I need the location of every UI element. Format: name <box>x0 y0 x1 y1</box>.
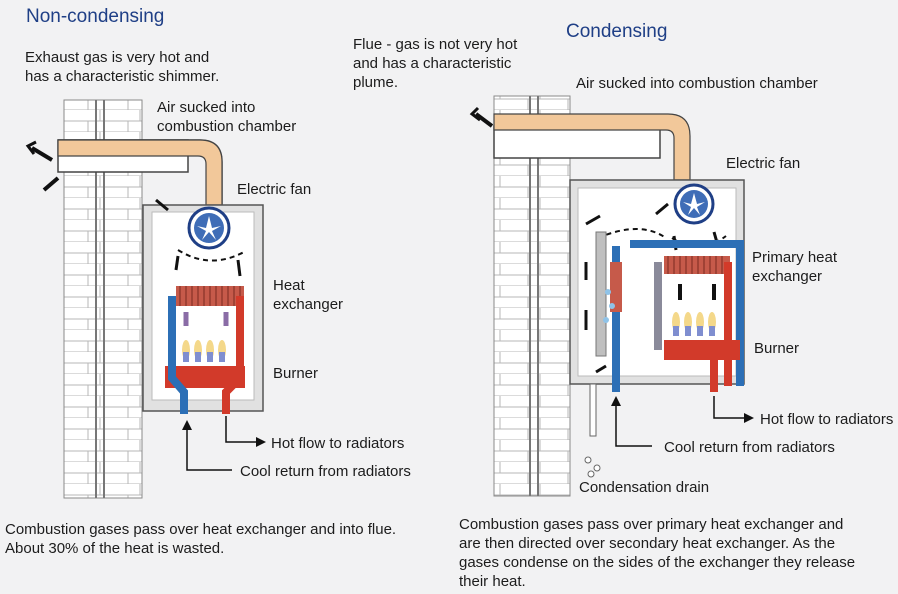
left-electric-fan-icon <box>187 206 231 250</box>
left-burner-label: Burner <box>273 365 319 382</box>
right-pointer-heads <box>611 396 754 423</box>
right-flue-arrow <box>469 106 494 128</box>
right-flue-pipe <box>493 113 691 181</box>
left-exhaust-arrows <box>25 140 60 192</box>
right-exchanger-label: Primary heat exchanger <box>752 249 838 285</box>
right-pointer-lines <box>615 396 746 447</box>
right-drain-label: Condensation drain <box>579 479 710 496</box>
left-pointer-heads <box>182 420 266 447</box>
left-air-label: Air sucked into combustion chamber <box>157 99 297 135</box>
right-flue-note: Flue - gas is not very hot and has a cha… <box>353 36 518 91</box>
left-burner <box>165 340 245 388</box>
right-cool-return-label: Cool return from radiators <box>664 439 835 456</box>
left-cool-return-label: Cool return from radiators <box>240 463 411 480</box>
right-fan-label: Electric fan <box>726 155 801 172</box>
right-burner-label: Burner <box>754 340 800 357</box>
right-wall <box>493 95 571 497</box>
right-hot-flow-label: Hot flow to radiators <box>760 411 894 428</box>
left-airflow-arrows <box>155 198 242 277</box>
left-water-pipes <box>168 296 244 414</box>
right-water-pipes <box>612 360 718 392</box>
left-flue-pipe <box>57 139 223 206</box>
right-condensation-drain <box>584 383 601 478</box>
left-caption: Combustion gases pass over heat exchange… <box>5 521 397 557</box>
left-pointer-lines <box>186 416 258 471</box>
right-primary-heat-exchanger <box>630 240 744 386</box>
left-title: Non-condensing <box>26 6 165 27</box>
left-fan-label: Electric fan <box>237 181 312 198</box>
right-secondary-exchanger <box>595 231 622 376</box>
left-exchanger-label: Heat exchanger <box>273 277 344 313</box>
left-hot-flow-label: Hot flow to radiators <box>271 435 405 452</box>
left-exhaust-note: Exhaust gas is very hot and has a charac… <box>25 49 220 85</box>
right-caption: Combustion gases pass over primary heat … <box>459 516 856 590</box>
right-air-label: Air sucked into combustion chamber <box>576 75 818 92</box>
left-heat-exchanger <box>176 286 244 326</box>
right-title: Condensing <box>566 21 668 42</box>
right-burner <box>664 312 740 360</box>
right-electric-fan-icon <box>673 183 715 225</box>
